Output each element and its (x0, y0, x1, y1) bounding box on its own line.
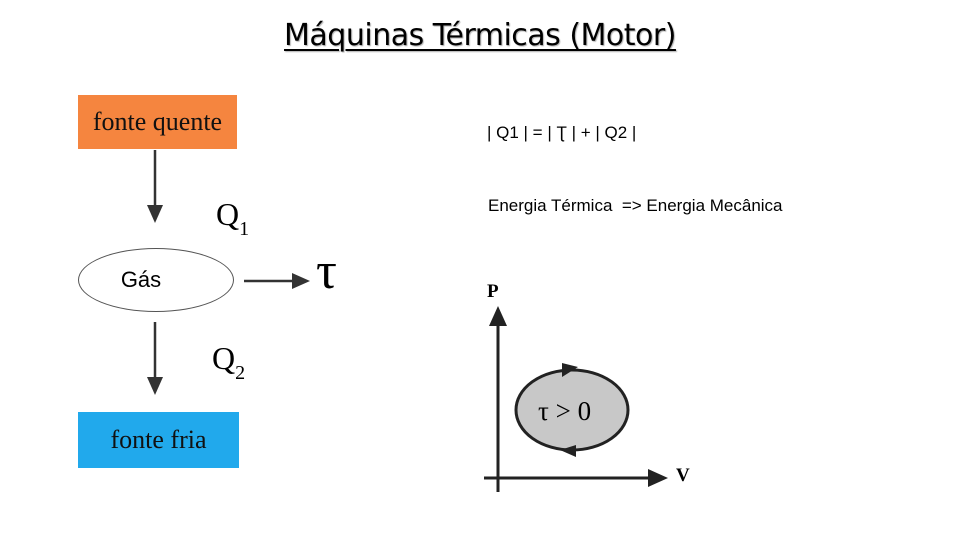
work-symbol: τ (316, 243, 337, 300)
q2-symbol: Q (212, 340, 236, 376)
q2-label: Q2 (212, 340, 245, 385)
cycle-arrow-top (562, 363, 578, 377)
q2-subscript: 2 (235, 362, 246, 384)
pv-diagram (484, 306, 668, 492)
gas-ellipse: Gás (78, 248, 234, 312)
cold-source-box: fonte fria (78, 412, 239, 468)
p-axis-arrowhead (489, 306, 507, 326)
work-arrow (244, 273, 310, 289)
q1-symbol: Q (216, 196, 240, 232)
v-axis-label: V (676, 465, 690, 486)
q1-arrow (147, 150, 163, 223)
cycle-work-label: τ > 0 (538, 396, 592, 426)
hot-source-box: fonte quente (78, 95, 237, 149)
cycle-arrow-bottom (560, 445, 576, 457)
q1-label: Q1 (216, 196, 249, 241)
page-title: Máquinas Térmicas (Motor) (284, 18, 676, 53)
v-axis-arrowhead (648, 469, 668, 487)
energy-equation: | Q1 | = | Ʈ | + | Q2 | (487, 123, 637, 142)
q2-arrow (147, 322, 163, 395)
q1-subscript: 1 (239, 218, 250, 240)
gas-label: Gás (120, 267, 162, 292)
energy-conversion-text: Energia Térmica => Energia Mecânica (488, 196, 783, 215)
p-axis-label: P (487, 281, 499, 302)
